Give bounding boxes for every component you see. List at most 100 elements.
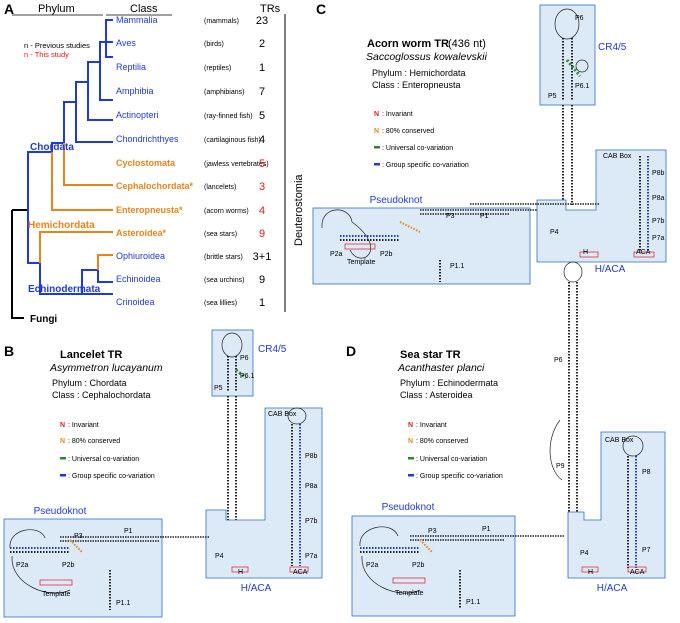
p6-p9-stem-d: P6 P9 bbox=[549, 261, 583, 520]
common-name: (amphibians) bbox=[204, 89, 244, 96]
legend-group: : Group specific co-variation bbox=[68, 473, 155, 480]
cr45-box-b bbox=[211, 329, 254, 397]
class-name: Chondrichthyes bbox=[116, 134, 179, 144]
panel-c-species: Saccoglossus kowalevskii bbox=[366, 51, 487, 63]
haca-label-c: H/ACA bbox=[595, 264, 626, 275]
p7a-label-b: P7a bbox=[305, 553, 318, 560]
legend-group: : Group specific co-variation bbox=[382, 162, 469, 169]
cr45-structure-c: P6 P6.1 P5 bbox=[548, 8, 590, 100]
p2b-label-d: P2b bbox=[412, 562, 425, 569]
tr-count: 7 bbox=[259, 86, 265, 98]
legend-universal: : Universal co-variation bbox=[382, 145, 453, 152]
pseudoknot-structure-c: P3 P1 P2a P2b Template P1.1 bbox=[321, 203, 600, 282]
invariant-symbol: N bbox=[408, 422, 413, 429]
class-name: Cephalochordata* bbox=[116, 181, 194, 191]
p6-label-b: P6 bbox=[240, 355, 249, 362]
cr45-structure-b: P6 P6.1 P5 bbox=[214, 332, 255, 392]
p8a-label-b: P8a bbox=[305, 483, 318, 490]
common-name: (jawless vertebrates) bbox=[204, 161, 269, 168]
panel-c-title: Acorn worm TR bbox=[367, 38, 449, 50]
tr-count: 3 bbox=[259, 181, 265, 193]
common-name: (reptiles) bbox=[204, 65, 231, 72]
phylum-label: Hemichordata bbox=[28, 220, 95, 231]
p3-label-b: P3 bbox=[74, 533, 83, 540]
haca-structure-b: CAB Box P8b P8a P7b P7a P4 H ACA bbox=[215, 407, 318, 576]
common-name: (birds) bbox=[204, 41, 224, 48]
pseudoknot-label-d: Pseudoknot bbox=[382, 502, 435, 513]
p2b-label-c: P2b bbox=[380, 251, 393, 258]
panel-c-length: (436 nt) bbox=[448, 38, 486, 50]
pseudoknot-label-b: Pseudoknot bbox=[34, 506, 87, 517]
panel-b-title: Lancelet TR bbox=[60, 349, 122, 361]
tree-branches bbox=[11, 19, 113, 319]
panel-c-class: Class : Enteropneusta bbox=[372, 80, 461, 90]
p1-1-label-b: P1.1 bbox=[116, 600, 131, 607]
p7b-label-c: P7b bbox=[652, 218, 665, 225]
p6-1-label-c: P6.1 bbox=[575, 83, 590, 90]
pseudoknot-box-b bbox=[3, 518, 163, 618]
template-label-c: Template bbox=[347, 259, 376, 266]
tr-count: 23 bbox=[256, 15, 268, 27]
panel-d-title: Sea star TR bbox=[400, 349, 461, 361]
tr-count: 1 bbox=[259, 297, 265, 309]
p2a-label-b: P2a bbox=[16, 562, 29, 569]
panel-d-species: Acanthaster planci bbox=[397, 362, 485, 374]
legend-invariant: : Invariant bbox=[416, 422, 447, 429]
common-name: (sea lillies) bbox=[204, 300, 237, 307]
common-name: (ray-finned fish) bbox=[204, 113, 253, 120]
p5-label-c: P5 bbox=[548, 93, 557, 100]
p8b-label-c: P8b bbox=[652, 170, 665, 177]
class-name: Enteropneusta* bbox=[116, 205, 183, 215]
legend-invariant: : Invariant bbox=[382, 111, 413, 118]
aca-label-b: ACA bbox=[293, 569, 308, 576]
p1-label-d: P1 bbox=[482, 526, 491, 533]
p4-label-b: P4 bbox=[215, 553, 224, 560]
p7b-label-b: P7b bbox=[305, 518, 318, 525]
tr-count: 2 bbox=[259, 38, 265, 50]
h-label-c: H bbox=[583, 249, 588, 256]
panel-letter-d: D bbox=[346, 343, 356, 359]
p6-label-c: P6 bbox=[575, 15, 584, 22]
tr-count: 5 bbox=[259, 110, 265, 122]
common-name: (sea stars) bbox=[204, 231, 237, 238]
tr-count: 5 bbox=[259, 158, 265, 170]
cr45-label-c: CR4/5 bbox=[598, 42, 627, 53]
panel-letter-a: A bbox=[4, 1, 14, 17]
pseudoknot-structure-d: P3 P1 P2a P2b Template P1.1 bbox=[359, 526, 565, 608]
cab-box-label-d: CAB Box bbox=[605, 437, 634, 444]
tr-count: 4 bbox=[259, 134, 265, 146]
legend-b: N : Invariant N : 80% conserved : Univer… bbox=[60, 422, 155, 480]
p4-label-d: P4 bbox=[580, 550, 589, 557]
panel-b-species: Asymmetron lucayanum bbox=[49, 362, 163, 374]
haca-box-d bbox=[567, 431, 666, 579]
common-name: (brittle stars) bbox=[204, 254, 243, 261]
h-label-d: H bbox=[588, 569, 593, 576]
class-name: Aves bbox=[116, 38, 136, 48]
h-label-b: H bbox=[238, 569, 243, 576]
class-name: Echinoidea bbox=[116, 274, 161, 284]
legend-this-study: n - This study bbox=[24, 50, 69, 59]
p9-label-d: P9 bbox=[556, 463, 565, 470]
tr-count: 9 bbox=[259, 228, 265, 240]
class-name: Reptilia bbox=[116, 62, 146, 72]
haca-label-b: H/ACA bbox=[241, 583, 272, 594]
p3-label-c: P3 bbox=[446, 213, 455, 220]
conserved-symbol: N bbox=[374, 128, 379, 135]
template-label-b: Template bbox=[42, 591, 71, 598]
clade-label: Deuterostomia bbox=[293, 174, 305, 246]
phylum-label: Echinodermata bbox=[28, 284, 101, 295]
common-name: (mammals) bbox=[204, 18, 239, 25]
panel-letter-b: B bbox=[4, 343, 14, 359]
tr-count: 1 bbox=[259, 62, 265, 74]
legend-previous: n - Previous studies bbox=[24, 41, 90, 50]
p4-label-c: P4 bbox=[550, 229, 559, 236]
legend-conserved: : 80% conserved bbox=[382, 128, 434, 135]
pseudoknot-box-d bbox=[351, 515, 516, 617]
legend-conserved: : 80% conserved bbox=[68, 438, 120, 445]
class-name: Actinopteri bbox=[116, 110, 159, 120]
legend-universal: : Universal co-variation bbox=[68, 456, 139, 463]
pseudoknot-label-c: Pseudoknot bbox=[370, 195, 423, 206]
p1-1-label-c: P1.1 bbox=[450, 263, 465, 270]
panel-c-phylum: Phylum : Hemichordata bbox=[372, 68, 466, 78]
